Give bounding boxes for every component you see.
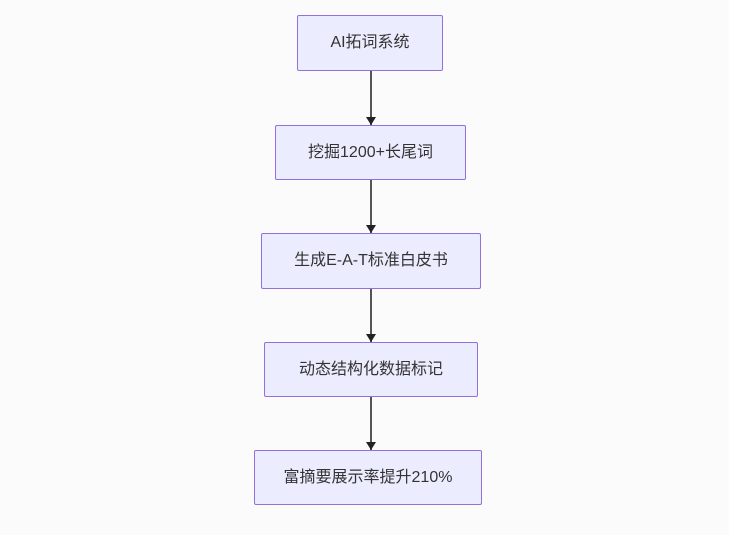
flow-arrow [366,180,376,233]
arrowhead-down-icon [366,334,376,342]
arrowhead-down-icon [366,442,376,450]
flow-arrow [366,397,376,450]
flow-node-label: 动态结构化数据标记 [298,360,443,378]
flow-node-label: 挖掘1200+长尾词 [308,143,433,161]
flow-node-structured-data-markup: 动态结构化数据标记 [264,342,478,397]
flow-node-label: 生成E-A-T标准白皮书 [294,252,448,270]
flow-node-ai-keyword-system: AI拓词系统 [297,15,443,71]
flow-node-rich-snippet-result: 富摘要展示率提升210% [254,450,482,505]
flow-node-label: AI拓词系统 [330,34,410,52]
flow-arrow [366,289,376,342]
flow-node-label: 富摘要展示率提升210% [283,468,453,486]
arrowhead-down-icon [366,117,376,125]
flow-arrow [366,71,376,125]
flow-node-eat-whitepaper: 生成E-A-T标准白皮书 [261,233,481,289]
flow-node-longtail-mining: 挖掘1200+长尾词 [275,125,466,180]
arrowhead-down-icon [366,225,376,233]
